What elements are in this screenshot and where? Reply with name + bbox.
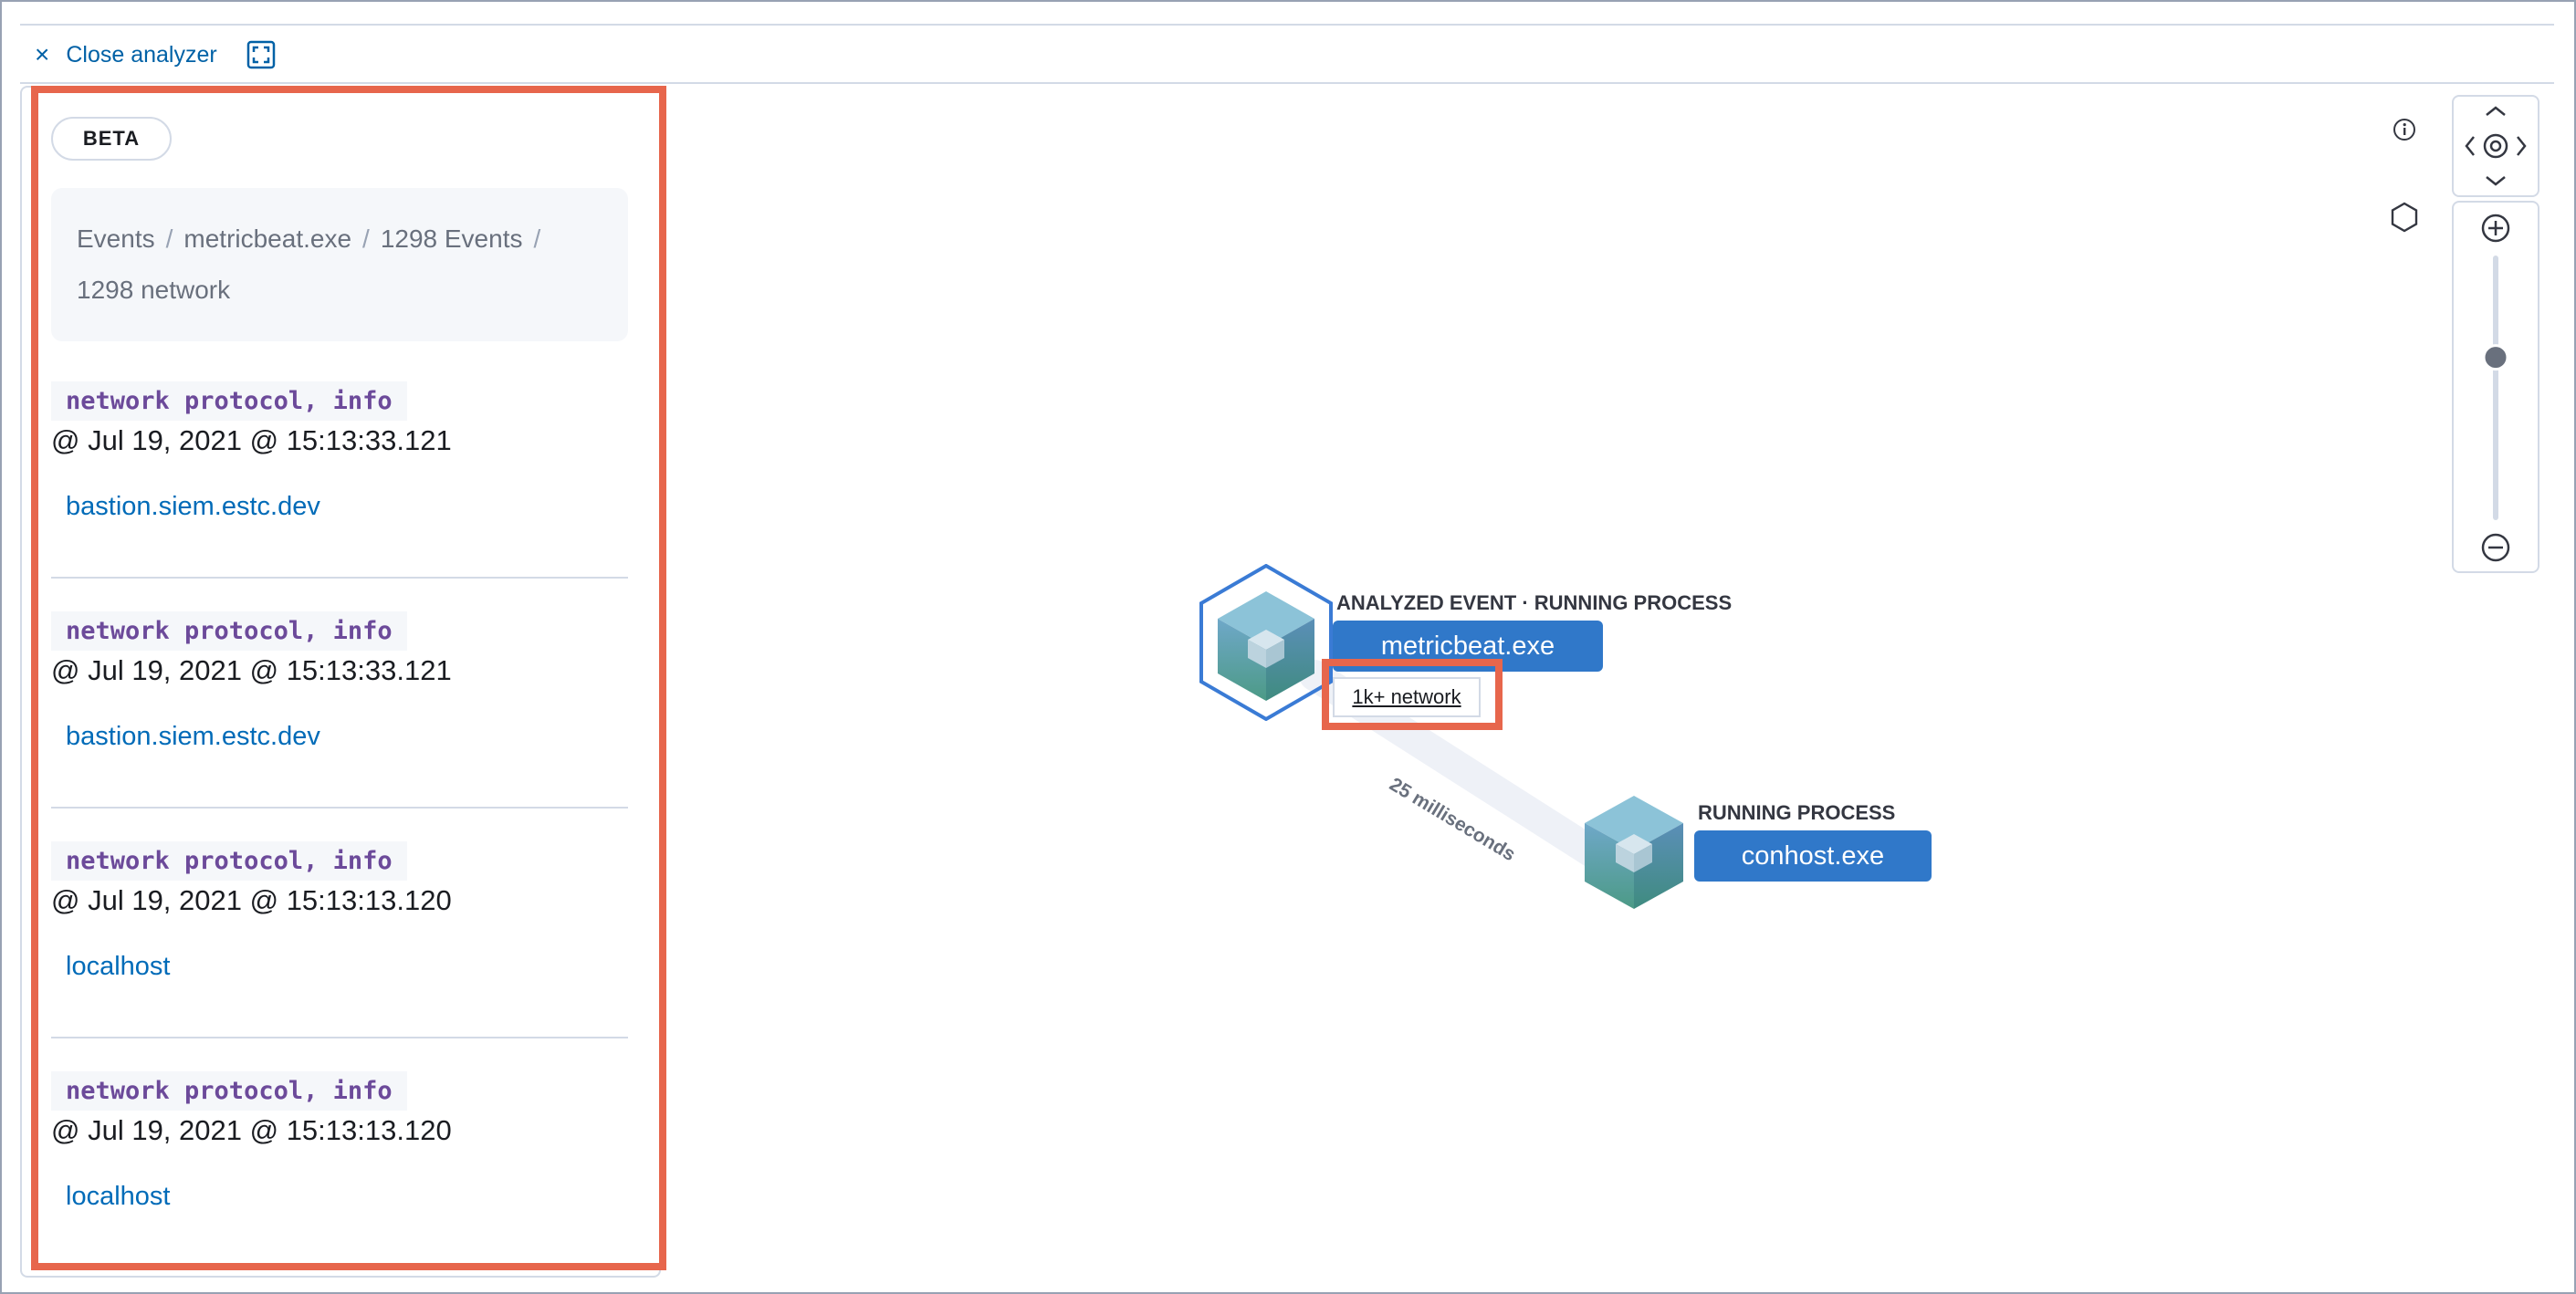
network-events-badge[interactable]: 1k+ network: [1333, 677, 1481, 717]
event-timestamp: @ Jul 19, 2021 @ 15:13:13.120: [51, 1114, 452, 1146]
toolbar-divider: [20, 82, 2554, 84]
beta-badge: BETA: [51, 117, 172, 161]
pan-right-icon[interactable]: [2517, 136, 2527, 156]
event-timestamp: @ Jul 19, 2021 @ 15:13:33.121: [51, 424, 452, 456]
pan-left-icon[interactable]: [2465, 136, 2475, 156]
close-analyzer-label: Close analyzer: [66, 41, 217, 68]
event-link[interactable]: bastion.siem.estc.dev: [66, 722, 320, 751]
event-category-tag: network protocol, info: [51, 381, 407, 421]
event-timestamp: @ Jul 19, 2021 @ 15:13:13.120: [51, 884, 452, 916]
event-link[interactable]: localhost: [66, 952, 171, 981]
origin-node-state-label: ANALYZED EVENT · RUNNING PROCESS: [1336, 591, 1733, 614]
event-timestamp: @ Jul 19, 2021 @ 15:13:33.121: [51, 654, 452, 686]
child-node-state-label: RUNNING PROCESS: [1698, 801, 1896, 824]
list-item: network protocol, info @ Jul 19, 2021 @ …: [51, 841, 628, 982]
list-item: network protocol, info @ Jul 19, 2021 @ …: [51, 611, 628, 752]
panel-highlight-box: [31, 86, 666, 1270]
pan-down-icon[interactable]: [2486, 176, 2506, 186]
divider: [51, 577, 628, 579]
close-analyzer-button[interactable]: × Close analyzer: [35, 37, 217, 73]
zoom-control: [2452, 201, 2539, 573]
zoom-in-icon[interactable]: [2481, 214, 2510, 243]
divider: [51, 807, 628, 809]
schema-icon[interactable]: [2388, 201, 2421, 234]
origin-node-cube[interactable]: [1198, 564, 1335, 721]
close-icon: ×: [35, 40, 50, 68]
list-item: network protocol, info @ Jul 19, 2021 @ …: [51, 381, 628, 522]
event-category-tag: network protocol, info: [51, 1071, 407, 1111]
zoom-slider-track[interactable]: [2493, 256, 2498, 520]
badge-highlight-box: [1322, 659, 1503, 730]
divider: [51, 1037, 628, 1038]
breadcrumb-item: 1298 network: [77, 276, 231, 304]
child-node-cube[interactable]: [1581, 794, 1687, 911]
event-category-tag: network protocol, info: [51, 841, 407, 881]
pan-control: [2452, 95, 2539, 197]
child-node-button[interactable]: conhost.exe: [1694, 830, 1932, 882]
center-icon[interactable]: [2483, 133, 2508, 159]
breadcrumb-item[interactable]: Events: [77, 224, 155, 253]
event-category-tag: network protocol, info: [51, 611, 407, 651]
pan-up-icon[interactable]: [2486, 106, 2506, 116]
zoom-out-icon[interactable]: [2481, 533, 2510, 562]
event-link[interactable]: localhost: [66, 1182, 171, 1211]
event-link[interactable]: bastion.siem.estc.dev: [66, 492, 320, 521]
breadcrumb-item[interactable]: metricbeat.exe: [183, 224, 352, 253]
info-icon[interactable]: [2392, 117, 2417, 142]
list-item: network protocol, info @ Jul 19, 2021 @ …: [51, 1071, 628, 1212]
breadcrumb: Events/metricbeat.exe/1298 Events/1298 n…: [51, 188, 628, 341]
top-divider: [20, 24, 2554, 26]
fullscreen-icon[interactable]: [246, 40, 276, 69]
breadcrumb-item[interactable]: 1298 Events: [380, 224, 523, 253]
zoom-slider-thumb[interactable]: [2482, 344, 2509, 371]
